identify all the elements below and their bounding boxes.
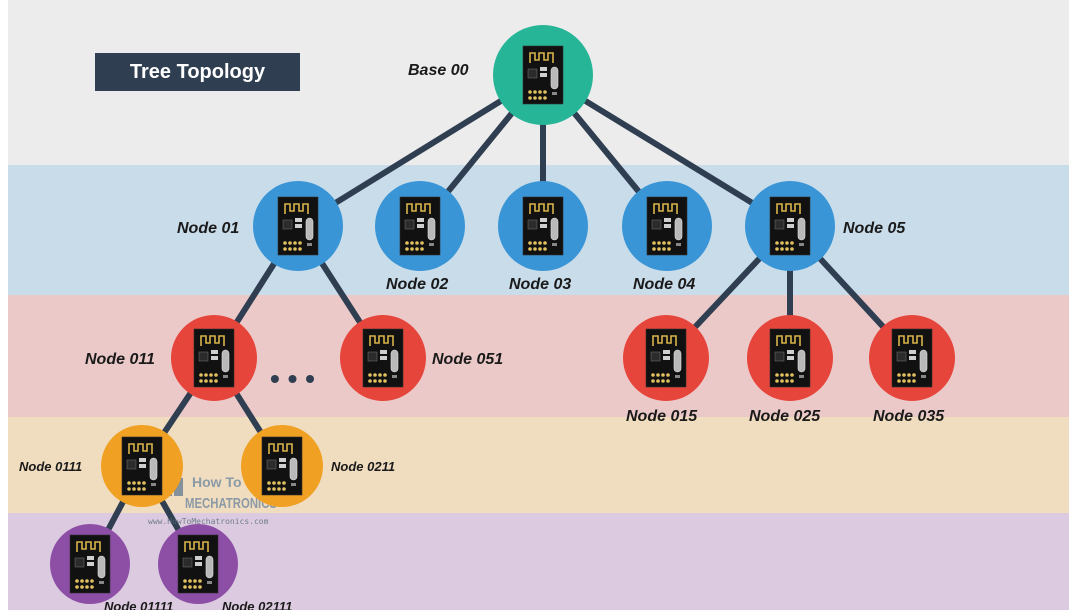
node-01111-label: Node 01111 xyxy=(104,599,173,610)
page-title: Tree Topology xyxy=(130,61,265,84)
node-04-label: Node 04 xyxy=(633,276,695,293)
node-025: Node 025 xyxy=(747,315,833,425)
node-011-label: Node 011 xyxy=(85,351,155,368)
node-05-label: Node 05 xyxy=(843,220,906,237)
nrf24l01-module-icon xyxy=(262,437,302,495)
node-02111-label: Node 02111 xyxy=(222,599,292,610)
nrf24l01-module-icon xyxy=(523,46,563,104)
nrf24l01-module-icon xyxy=(523,197,563,255)
watermark-line1: How To xyxy=(192,474,242,490)
nrf24l01-module-icon xyxy=(770,197,810,255)
node-02-label: Node 02 xyxy=(386,276,448,293)
node-035-label: Node 035 xyxy=(873,408,945,425)
nrf24l01-module-icon xyxy=(278,197,318,255)
ellipsis-more-nodes: • • • xyxy=(270,363,315,394)
node-01-label: Node 01 xyxy=(177,220,239,237)
nrf24l01-module-icon xyxy=(70,535,110,593)
nrf24l01-module-icon xyxy=(770,329,810,387)
title-banner: Tree Topology xyxy=(95,53,300,91)
node-015: Node 015 xyxy=(623,315,709,425)
node-0111-label: Node 0111 xyxy=(19,459,82,474)
node-03-label: Node 03 xyxy=(509,276,571,293)
nrf24l01-module-icon xyxy=(400,197,440,255)
nrf24l01-module-icon xyxy=(178,535,218,593)
node-035: Node 035 xyxy=(869,315,955,425)
base-label: Base 00 xyxy=(408,62,469,79)
node-0211-label: Node 0211 xyxy=(331,459,395,474)
nrf24l01-module-icon xyxy=(647,197,687,255)
node-025-label: Node 025 xyxy=(749,408,821,425)
nrf24l01-module-icon xyxy=(122,437,162,495)
nrf24l01-module-icon xyxy=(194,329,234,387)
watermark-url: www.HowToMechatronics.com xyxy=(148,517,269,526)
nrf24l01-module-icon xyxy=(646,329,686,387)
nrf24l01-module-icon xyxy=(363,329,403,387)
node-015-label: Node 015 xyxy=(626,408,698,425)
node-051-label: Node 051 xyxy=(432,351,503,368)
nrf24l01-module-icon xyxy=(892,329,932,387)
